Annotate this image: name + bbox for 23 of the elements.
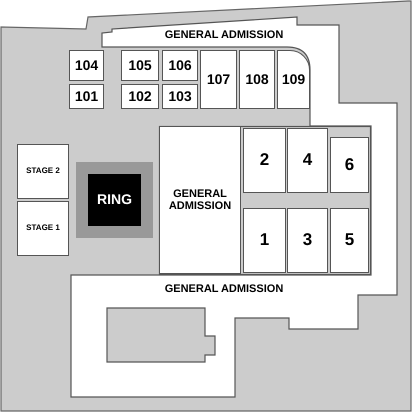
seating-section: 101 — [69, 84, 104, 109]
seating-section: 1 — [243, 208, 286, 273]
seating-section: 109 — [277, 50, 310, 109]
seating-section: 108 — [239, 50, 275, 109]
seating-section: 2 — [243, 128, 286, 193]
seating-section: 103 — [162, 84, 198, 109]
seating-section: 4 — [287, 128, 328, 193]
seating-block — [159, 126, 371, 275]
general-admission-section: GENERAL ADMISSION — [159, 126, 241, 274]
seating-section: 104 — [69, 50, 104, 81]
seating-section: 102 — [121, 84, 159, 109]
boxing-ring: RING — [76, 162, 153, 238]
seating-section: 105 — [121, 50, 159, 81]
stage-area: STAGE 1 — [17, 201, 69, 256]
area-label: GENERAL ADMISSION — [164, 282, 284, 296]
seating-section: 6 — [330, 137, 369, 193]
unlabeled-area — [107, 308, 215, 362]
seating-section: 5 — [330, 208, 369, 273]
stage-area: STAGE 2 — [17, 144, 69, 199]
seating-section: 3 — [287, 208, 328, 273]
seating-section: 106 — [162, 50, 198, 81]
area-label: GENERAL ADMISSION — [164, 28, 284, 42]
seating-section: 107 — [200, 50, 237, 109]
